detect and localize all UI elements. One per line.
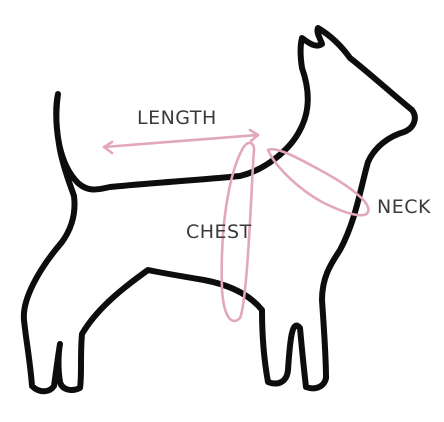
dog-silhouette-icon — [20, 25, 418, 395]
neck-measure-loop — [266, 147, 370, 217]
length-label: LENGTH — [137, 107, 217, 129]
chest-measure-loop — [220, 141, 256, 323]
chest-label: CHEST — [186, 221, 252, 243]
double-arrow-icon — [102, 128, 260, 155]
neck-label: NECK — [377, 196, 431, 218]
